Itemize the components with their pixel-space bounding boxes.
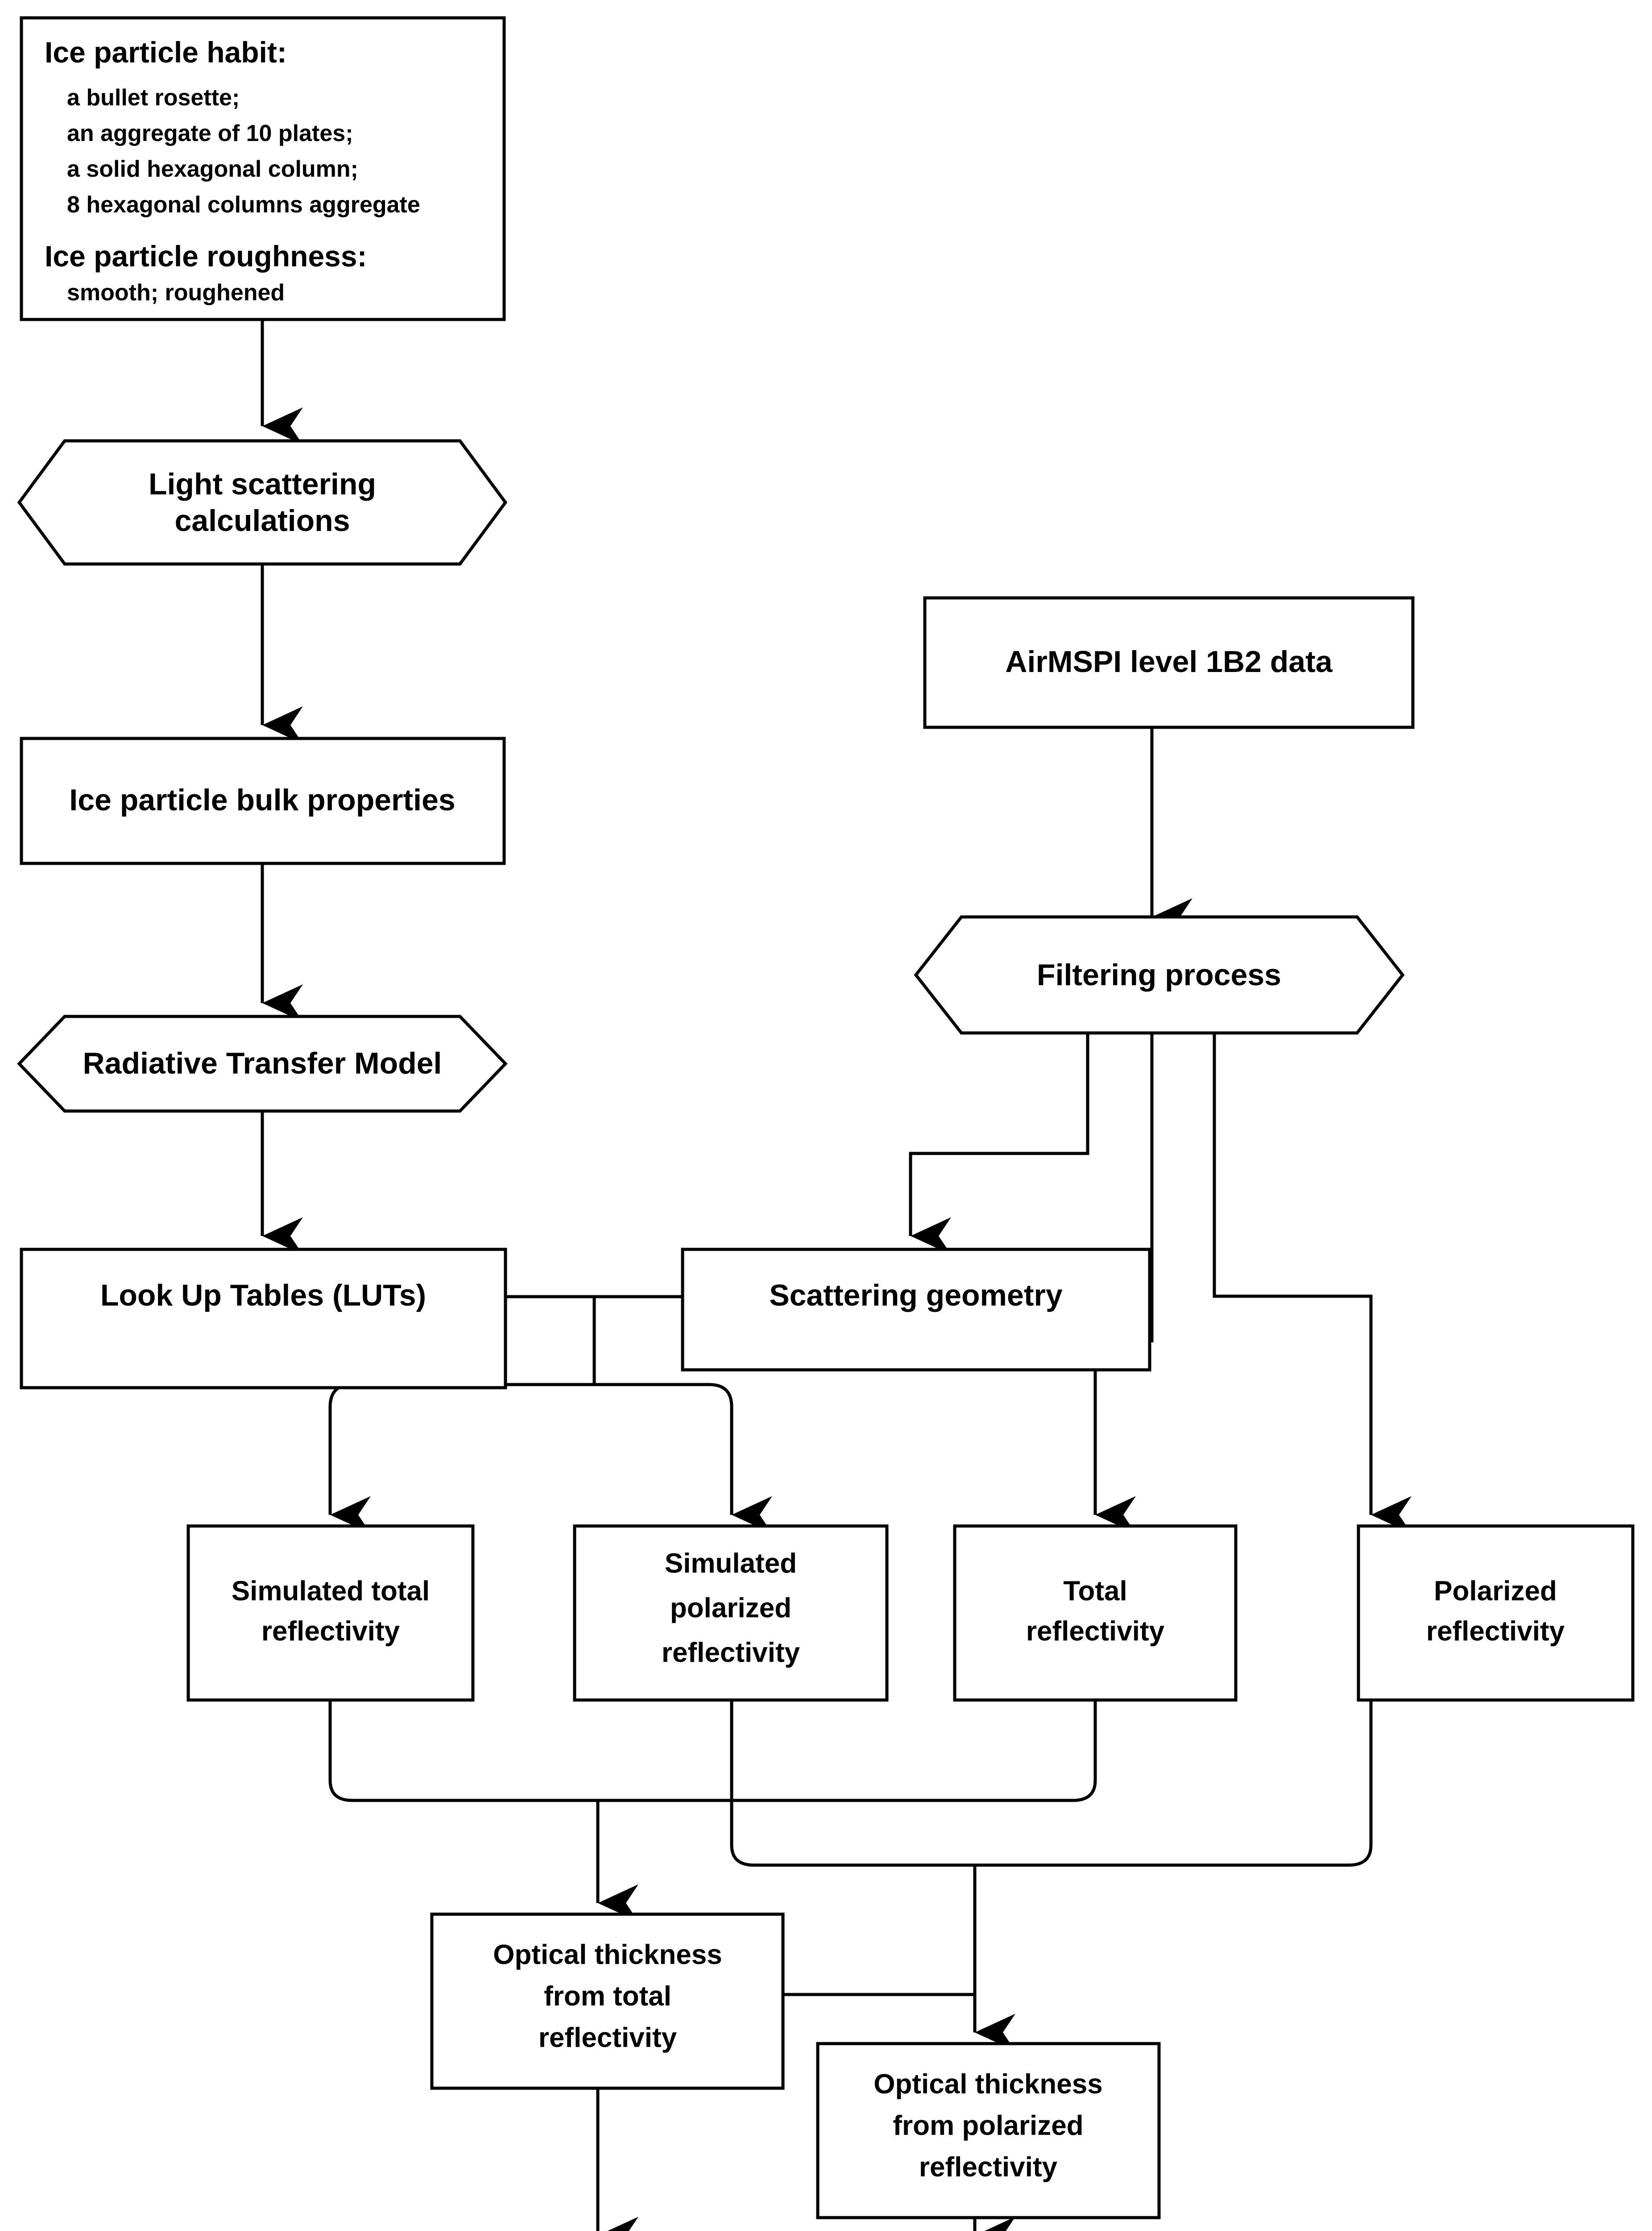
luts-label: Look Up Tables (LUTs) [100,1278,426,1312]
simulated-polarized-reflectivity-line2: polarized [670,1592,791,1623]
light-scattering-label-line2: calculations [174,504,350,538]
luts-box[interactable] [20,1248,507,1389]
input-parameters-box[interactable] [20,16,506,321]
simulated-polarized-reflectivity-line3: reflectivity [662,1637,800,1668]
node-simulated-total-reflectivity[interactable]: Simulated total reflectivity [186,1524,475,1702]
rt-model-label: Radiative Transfer Model [83,1046,442,1080]
node-filtering-process[interactable]: Filtering process [914,915,1405,1035]
edge-sim-polarized-merge-left [730,1700,975,1867]
bulk-properties-box[interactable] [20,737,506,865]
polarized-reflectivity-line2: reflectivity [1426,1616,1565,1646]
simulated-total-reflectivity-line1: Simulated total [232,1576,430,1606]
filtering-label: Filtering process [1037,958,1281,992]
optical-thickness-polarized-line2: from polarized [893,2110,1083,2141]
optical-thickness-total-box[interactable] [430,1912,785,2090]
filtering-hexagon[interactable] [914,915,1405,1035]
edge-luts-to-simulated-polarized-reflectivity [594,1383,772,1534]
bulk-properties-label: Ice particle bulk properties [69,783,455,817]
polarized-reflectivity-box[interactable] [1357,1524,1635,1702]
roughness-item-1: smooth; roughened [67,280,285,306]
simulated-polarized-reflectivity-box[interactable] [573,1524,889,1702]
node-scattering-geometry[interactable]: Scattering geometry [681,1248,1151,1372]
node-ice-particle-bulk-properties[interactable]: Ice particle bulk properties [20,737,506,865]
node-simulated-polarized-reflectivity[interactable]: Simulated polarized reflectivity [573,1524,889,1702]
habit-item-3: a solid hexagonal column; [67,156,358,182]
node-radiative-transfer-model[interactable]: Radiative Transfer Model [17,1015,508,1113]
node-look-up-tables[interactable]: Look Up Tables (LUTs) [20,1248,507,1389]
edge-sim-total-merge-left [328,1700,598,1802]
roughness-heading: Ice particle roughness: [45,240,367,273]
simulated-total-reflectivity-box[interactable] [186,1524,475,1702]
node-airmspi-data[interactable]: AirMSPI level 1B2 data [923,596,1415,729]
edge-polarized-merge-right [975,1700,1373,1867]
node-polarized-reflectivity[interactable]: Polarized reflectivity [1357,1524,1635,1702]
node-optical-thickness-total[interactable]: Optical thickness from total reflectivit… [430,1912,785,2090]
node-input-parameters[interactable]: Ice particle habit: a bullet rosette; an… [20,16,506,321]
scattering-geometry-label: Scattering geometry [769,1278,1063,1312]
node-light-scattering-calculations[interactable]: Light scattering calculations [17,439,508,566]
edge-filtering-to-polarized-reflectivity [1213,1033,1412,1534]
airmspi-label: AirMSPI level 1B2 data [1005,645,1333,679]
optical-thickness-polarized-line3: reflectivity [919,2152,1058,2182]
polarized-reflectivity-line1: Polarized [1434,1576,1557,1606]
light-scattering-label-line1: Light scattering [149,467,376,501]
total-reflectivity-box[interactable] [953,1524,1238,1702]
scattering-geometry-box[interactable] [681,1248,1151,1372]
optical-thickness-total-line1: Optical thickness [493,1939,722,1970]
airmspi-box[interactable] [923,596,1415,729]
edge-filtering-to-scattering-geometry [909,1033,1089,1255]
rt-model-hexagon[interactable] [17,1015,508,1113]
edge-total-merge-right [598,1700,1097,1802]
total-reflectivity-line1: Total [1063,1576,1127,1606]
optical-thickness-polarized-line1: Optical thickness [874,2069,1102,2099]
node-total-reflectivity[interactable]: Total reflectivity [953,1524,1238,1702]
habit-item-2: an aggregate of 10 plates; [67,120,353,146]
habit-item-4: 8 hexagonal columns aggregate [67,192,420,218]
habit-item-1: a bullet rosette; [67,85,240,111]
optical-thickness-total-line3: reflectivity [538,2022,677,2053]
habit-heading: Ice particle habit: [45,36,287,69]
optical-thickness-total-line2: from total [544,1981,671,2011]
simulated-total-reflectivity-line2: reflectivity [261,1616,400,1646]
simulated-polarized-reflectivity-line1: Simulated [665,1548,797,1579]
node-optical-thickness-polarized[interactable]: Optical thickness from polarized reflect… [816,2042,1161,2219]
light-scattering-hexagon[interactable] [17,439,508,566]
total-reflectivity-line2: reflectivity [1026,1616,1165,1646]
optical-thickness-polarized-box[interactable] [816,2042,1161,2219]
